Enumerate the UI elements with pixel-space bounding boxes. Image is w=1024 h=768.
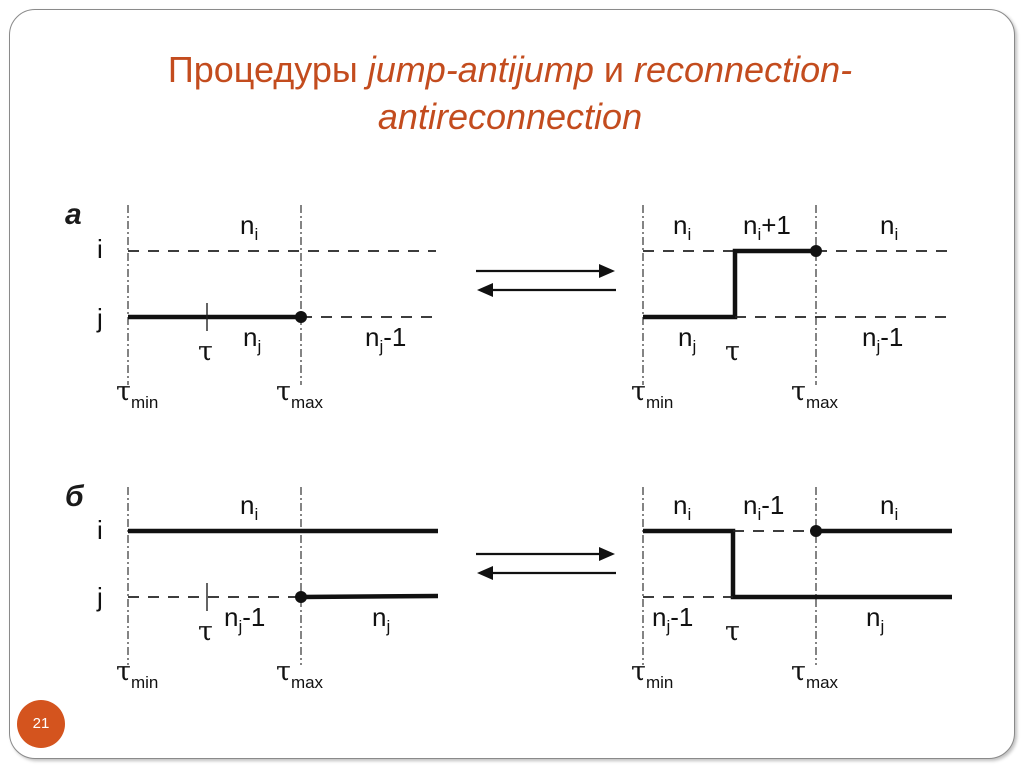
worm-head-dot [810, 525, 822, 537]
panel-b-left: б i j ni nj-1 nj τ τmin τmax [65, 480, 439, 692]
row-label-j: j [96, 582, 103, 612]
row-label-j: j [96, 303, 103, 333]
occupation-label: ni+1 [743, 210, 791, 244]
occupation-label: ni [880, 490, 898, 524]
tau-min-label: τmin [631, 376, 673, 412]
occupation-label: ni [673, 210, 691, 244]
panel-a-right: ni ni+1 ni nj nj-1 τ τmin τmax [631, 205, 950, 412]
occupation-label: nj [866, 602, 884, 636]
worm-segment [643, 248, 816, 320]
worm-head-dot [295, 311, 307, 323]
occupation-label: nj-1 [862, 322, 903, 356]
panel-b-right: ni ni-1 ni nj-1 nj τ τmin τmax [631, 487, 952, 692]
tau-label: τ [725, 336, 740, 367]
tau-label: τ [198, 336, 213, 367]
occupation-label: ni [880, 210, 898, 244]
occupation-label: nj [678, 322, 696, 356]
tau-min-label: τmin [631, 656, 673, 692]
slide-frame [9, 9, 1015, 759]
title-reconnection: reconnection-antireconnection [377, 49, 853, 137]
reversible-arrows-b [476, 547, 616, 580]
occupation-label: nj-1 [224, 602, 265, 636]
occupation-label: ni [240, 210, 258, 244]
occupation-label: nj [372, 602, 390, 636]
occupation-label: nj [243, 322, 261, 356]
occupation-label: nj-1 [652, 602, 693, 636]
title-conjunction: и [593, 49, 634, 90]
tau-max-label: τmax [791, 656, 839, 692]
worm-head-dot [295, 591, 307, 603]
tau-label: τ [725, 616, 740, 647]
page-number-badge: 21 [17, 700, 65, 748]
panel-b-label: б [65, 480, 85, 513]
tau-max-label: τmax [791, 376, 839, 412]
worm-segment [300, 593, 439, 600]
slide-title: Процедуры jump-antijump и reconnection-a… [100, 46, 920, 140]
panel-a-label: а [65, 198, 82, 231]
row-label-i: i [97, 234, 103, 264]
title-text: Процедуры [167, 49, 368, 90]
row-label-i: i [97, 515, 103, 545]
occupation-label: ni [673, 490, 691, 524]
tau-max-label: τmax [276, 656, 324, 692]
title-jump-antijump: jump-antijump [367, 49, 594, 90]
tau-label: τ [198, 616, 213, 647]
occupation-label: ni-1 [743, 490, 784, 524]
worm-segment [643, 528, 952, 600]
occupation-label: ni [240, 490, 258, 524]
reversible-arrows-a [476, 264, 616, 297]
occupation-label: nj-1 [365, 322, 406, 356]
worm-head-dot [810, 245, 822, 257]
tau-min-label: τmin [116, 656, 158, 692]
tau-max-label: τmax [276, 376, 324, 412]
tau-min-label: τmin [116, 376, 158, 412]
panel-a-left: а i j ni nj nj-1 τ τmin τmax [65, 198, 436, 412]
